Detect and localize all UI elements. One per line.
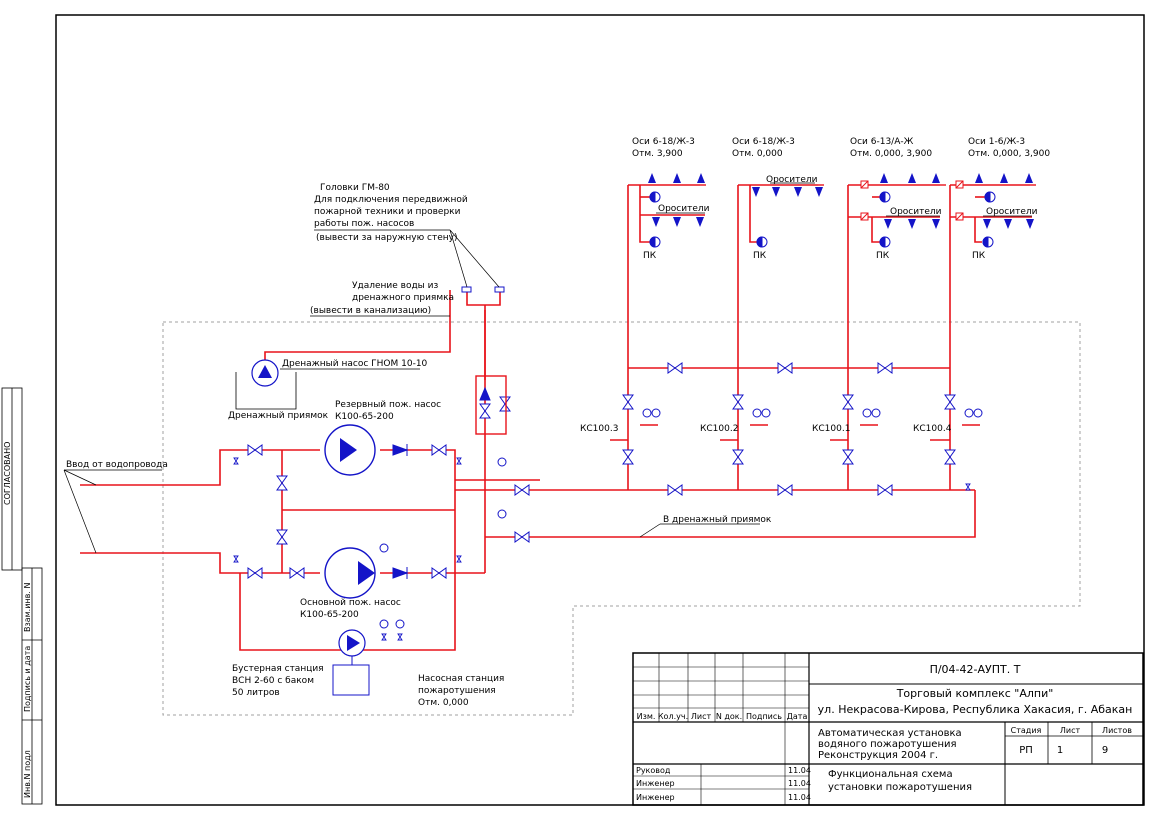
booster-1: Бустерная станция: [232, 664, 324, 674]
desc-line-3: Реконструкция 2004 г.: [818, 750, 938, 761]
riser-dampers: [860, 180, 964, 221]
heads-line-2: пожарной техники и проверки: [314, 207, 461, 217]
riser-1-elev: Отм. 3,900: [632, 149, 683, 159]
role-1: Руковод: [636, 766, 671, 775]
main-pump-2: К100-65-200: [300, 610, 359, 620]
heads-line-1: Для подключения передвижной: [314, 195, 468, 205]
notes: Головки ГМ-80 Для подключения передвижно…: [66, 183, 772, 708]
desc-line-1: Автоматическая установка: [818, 728, 962, 739]
pump-station-boundary: [162, 321, 1081, 716]
to-drain-pit: В дренажный приямок: [663, 515, 772, 525]
reserve-pump-1: Резервный пож. насос: [335, 400, 441, 410]
col-header-date: Дата: [787, 712, 808, 721]
sheets-value: 9: [1102, 745, 1108, 756]
riser-4-axes: Оси 1-6/Ж-3: [968, 137, 1025, 147]
gm80-head-2: [494, 286, 505, 293]
riser-2-pk: ПК: [753, 251, 767, 261]
drawing-frame: [55, 14, 1145, 806]
riser-labels: Оси 6-18/Ж-3 Отм. 3,900 Оси 6-18/Ж-3 Отм…: [580, 137, 1050, 434]
booster-station: [332, 629, 370, 696]
sheet-value: 1: [1057, 745, 1063, 756]
role-2-date: 11.04: [788, 779, 811, 788]
role-1-date: 11.04: [788, 766, 811, 775]
drain-removal-3: (вывести в канализацию): [310, 306, 431, 316]
drain-removal-2: дренажного приямка: [352, 293, 454, 303]
water-inlet: Ввод от водопровода: [66, 460, 168, 470]
hose-valves: [649, 191, 996, 248]
leader-lines: [63, 182, 1032, 554]
booster-2: ВСН 2-60 с баком: [232, 676, 314, 686]
gm80-bypass-box: [475, 375, 507, 435]
pump-station-3: Отм. 0,000: [418, 698, 469, 708]
sheets-header: Листов: [1102, 726, 1132, 735]
pump-station-1: Насосная станция: [418, 674, 504, 684]
stage-header: Стадия: [1011, 726, 1042, 735]
col-header-sign: Подпись: [746, 712, 782, 721]
drain-pit-label: Дренажный приямок: [228, 411, 329, 421]
desc-line-2: водяного пожаротушения: [818, 739, 957, 750]
pressure-gauges: [379, 408, 983, 629]
riser-4-elev: Отм. 0,000, 3,900: [968, 149, 1050, 159]
drain-removal-1: Удаление воды из: [352, 281, 438, 291]
riser-1-valve: КС100.3: [580, 424, 618, 434]
riser-3-sprinklers: Оросители: [890, 207, 942, 217]
booster-3: 50 литров: [232, 688, 280, 698]
gm80-head-1: [461, 286, 472, 293]
title-block: [632, 652, 1144, 806]
riser-4-sprinklers: Оросители: [986, 207, 1038, 217]
doc-code: П/04-42-АУПТ. Т: [930, 663, 1021, 676]
gate-valves: [247, 362, 956, 579]
main-pump: [324, 547, 376, 599]
riser-3-valve: КС100.1: [812, 424, 850, 434]
riser-1-pk: ПК: [643, 251, 657, 261]
riser-3-pk: ПК: [876, 251, 890, 261]
reserve-pump: [324, 424, 376, 476]
title-block-text: П/04-42-АУПТ. Т Торговый комплекс "Алпи"…: [636, 663, 1132, 802]
drain-pump: [235, 359, 297, 410]
col-header-list: Лист: [691, 712, 712, 721]
small-valves: [233, 457, 971, 641]
side-label-replace-inv: Взам.инв. N: [23, 583, 32, 632]
side-stamp: [1, 387, 43, 805]
side-label-inv-orig: Инв.N подл: [23, 750, 32, 798]
riser-2-elev: Отм. 0,000: [732, 149, 783, 159]
drain-pump-label: Дренажный насос ГНОМ 10-10: [282, 359, 428, 369]
riser-3-axes: Оси 6-13/А-Ж: [850, 137, 914, 147]
sheet-title-1: Функциональная схема: [828, 769, 953, 780]
heads-line-3: работы пож. насосов: [314, 219, 414, 229]
role-2: Инженер: [636, 779, 675, 788]
stage-value: РП: [1019, 745, 1033, 756]
riser-4-valve: КС100.4: [913, 424, 952, 434]
riser-1-axes: Оси 6-18/Ж-3: [632, 137, 695, 147]
object-name: Торговый комплекс "Алпи": [896, 687, 1054, 700]
reserve-pump-2: К100-65-200: [335, 412, 394, 422]
col-header-kol: Кол.уч.: [658, 712, 688, 721]
check-valves: [392, 386, 491, 579]
role-3-date: 11.04: [788, 793, 811, 802]
object-address: ул. Некрасова-Кирова, Республика Хакасия…: [818, 703, 1133, 716]
riser-2-axes: Оси 6-18/Ж-3: [732, 137, 795, 147]
side-label-agreed: СОГЛАСОВАНО: [3, 442, 12, 505]
side-label-sign-date: Подпись и дата: [23, 646, 32, 712]
riser-3-elev: Отм. 0,000, 3,900: [850, 149, 932, 159]
sheet-header: Лист: [1060, 726, 1081, 735]
riser-4-pk: ПК: [972, 251, 986, 261]
col-header-izm: Изм.: [637, 712, 656, 721]
main-pump-1: Основной пож. насос: [300, 598, 401, 608]
riser-1-sprinklers: Оросители: [658, 204, 710, 214]
sprinkler-heads: [648, 173, 1034, 229]
role-3: Инженер: [636, 793, 675, 802]
col-header-ndoc: N док.: [716, 712, 742, 721]
heads-line-4: (вывести за наружную стену): [316, 233, 457, 243]
riser-2-sprinklers: Оросители: [766, 175, 818, 185]
sheet-title-2: установки пожаротушения: [828, 782, 972, 793]
riser-2-valve: КС100.2: [700, 424, 738, 434]
heads-title: Головки ГМ-80: [320, 183, 390, 193]
pump-station-2: пожаротушения: [418, 686, 496, 696]
